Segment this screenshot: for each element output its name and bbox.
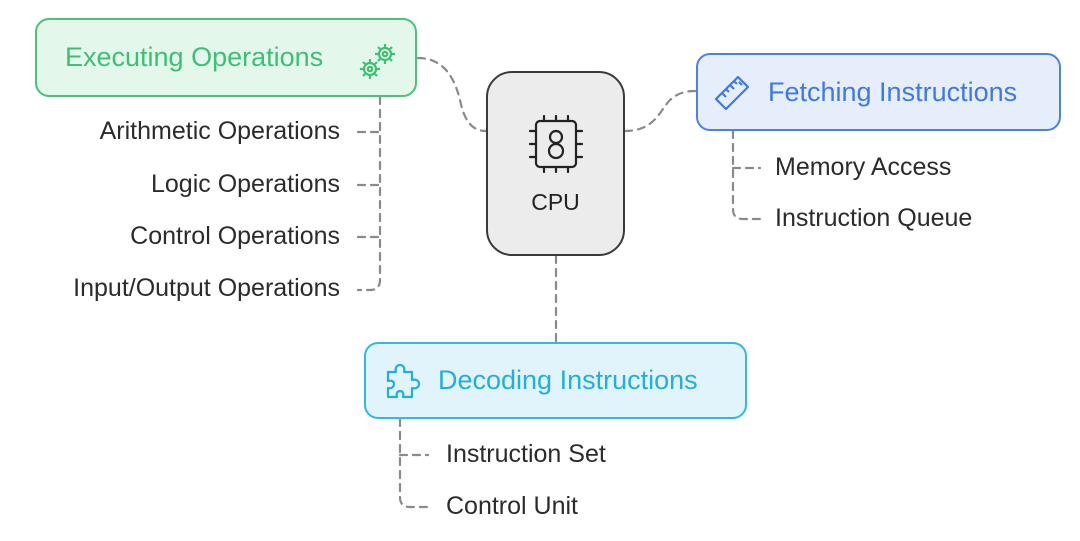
connector-decode-rail: [398, 417, 430, 509]
leaf-input-output-operations: Input/Output Operations: [73, 274, 340, 302]
puzzle-icon: [386, 363, 421, 398]
decoding-instructions-node[interactable]: Decoding Instructions: [364, 342, 747, 419]
cpu-label: CPU: [531, 189, 580, 215]
connector-fetch-rail: [731, 129, 762, 221]
chip-icon: [528, 115, 584, 173]
cpu-node[interactable]: CPU: [486, 71, 625, 256]
leaf-logic-operations: Logic Operations: [150, 170, 340, 198]
gears-icon: [360, 44, 395, 79]
decoding-instructions-title: Decoding Instructions: [438, 365, 698, 395]
leaf-control-unit: Control Unit: [446, 492, 578, 520]
fetching-instructions-node[interactable]: Fetching Instructions: [696, 53, 1061, 131]
connector-exec-cpu: [416, 56, 488, 133]
leaf-arithmetic-operations: Arithmetic Operations: [99, 117, 340, 145]
leaf-control-operations: Control Operations: [130, 222, 340, 250]
leaf-instruction-set: Instruction Set: [446, 440, 606, 468]
ruler-icon: [714, 75, 750, 111]
connector-exec-rail: [356, 95, 382, 292]
executing-operations-node[interactable]: Executing Operations: [35, 18, 417, 97]
executing-operations-title: Executing Operations: [65, 42, 324, 72]
connector-cpu-fetch: [623, 89, 698, 133]
leaf-memory-access: Memory Access: [775, 153, 952, 181]
fetching-instructions-title: Fetching Instructions: [768, 76, 1018, 107]
leaf-instruction-queue: Instruction Queue: [775, 204, 973, 232]
